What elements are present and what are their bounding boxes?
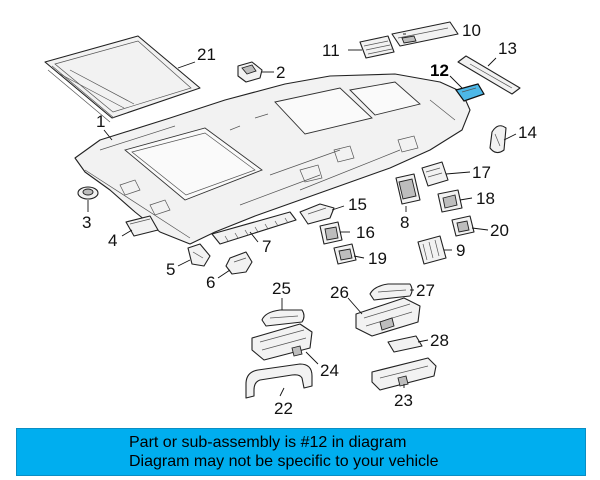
callout-24: 24 (320, 361, 339, 380)
part-24-housing (251, 323, 313, 361)
part-18-cover (437, 189, 463, 213)
parts-diagram: 21 2 1 3 4 5 6 7 8 9 10 11 12 13 14 15 1… (44, 21, 537, 418)
callout-14: 14 (518, 123, 537, 142)
callout-17: 17 (472, 163, 491, 182)
part-15-handle-base (299, 203, 335, 225)
part-20-cover (451, 215, 475, 237)
part-26-module (355, 297, 421, 337)
banner-line-1: Part or sub-assembly is #12 in diagram (129, 434, 407, 451)
callout-10: 10 (462, 21, 481, 40)
part-5-bracket (187, 243, 211, 267)
callout-3: 3 (82, 213, 91, 232)
callout-11: 11 (322, 41, 340, 60)
part-6-bracket (225, 251, 253, 275)
callout-22: 22 (274, 399, 293, 418)
part-23-bar (371, 357, 437, 391)
part-12-highlighted (455, 83, 485, 102)
part-2-clip (237, 61, 263, 83)
callout-5: 5 (166, 260, 175, 279)
callout-18: 18 (476, 189, 495, 208)
callout-labels: 21 2 1 3 4 5 6 7 8 9 10 11 12 13 14 15 1… (82, 21, 537, 418)
callout-21: 21 (197, 45, 216, 64)
part-7-trim-strip (211, 211, 297, 245)
part-9-grille (417, 235, 447, 265)
callout-13: 13 (498, 39, 517, 58)
part-16-cover (319, 221, 343, 245)
callout-4: 4 (108, 231, 117, 250)
callout-28: 28 (430, 331, 449, 350)
part-3-cap (77, 186, 99, 200)
callout-9: 9 (456, 241, 465, 260)
banner-line-2: Diagram may not be specific to your vehi… (129, 453, 439, 470)
callout-16: 16 (356, 223, 375, 242)
callout-6: 6 (206, 273, 215, 292)
callout-12: 12 (430, 61, 449, 80)
part-22-grab-handle (245, 363, 313, 399)
callout-26: 26 (330, 283, 349, 302)
part-10-console (391, 21, 459, 47)
callout-20: 20 (490, 221, 509, 240)
callout-8: 8 (400, 213, 409, 232)
callout-15: 15 (348, 195, 367, 214)
part-13-strip (457, 55, 521, 95)
part-28-cover (387, 335, 423, 353)
part-8-lamp (395, 173, 421, 205)
part-27-lens (369, 283, 413, 301)
callout-2: 2 (276, 63, 285, 82)
part-info-banner: Part or sub-assembly is #12 in diagram D… (16, 428, 586, 476)
part-14-trim (489, 125, 507, 154)
part-19-cover (333, 243, 357, 265)
callout-23: 23 (394, 391, 413, 410)
part-21-sunroof-panel (44, 35, 201, 123)
part-4-pad (125, 215, 159, 237)
callout-25: 25 (272, 279, 291, 298)
part-25-lens (261, 309, 305, 327)
part-17-switch-panel (421, 161, 449, 187)
callout-1: 1 (96, 112, 105, 131)
part-11-module (359, 35, 395, 59)
callout-27: 27 (416, 281, 435, 300)
leader-lines (87, 33, 517, 397)
callout-19: 19 (368, 249, 387, 268)
part-1-headliner (74, 73, 471, 245)
callout-7: 7 (262, 237, 271, 256)
